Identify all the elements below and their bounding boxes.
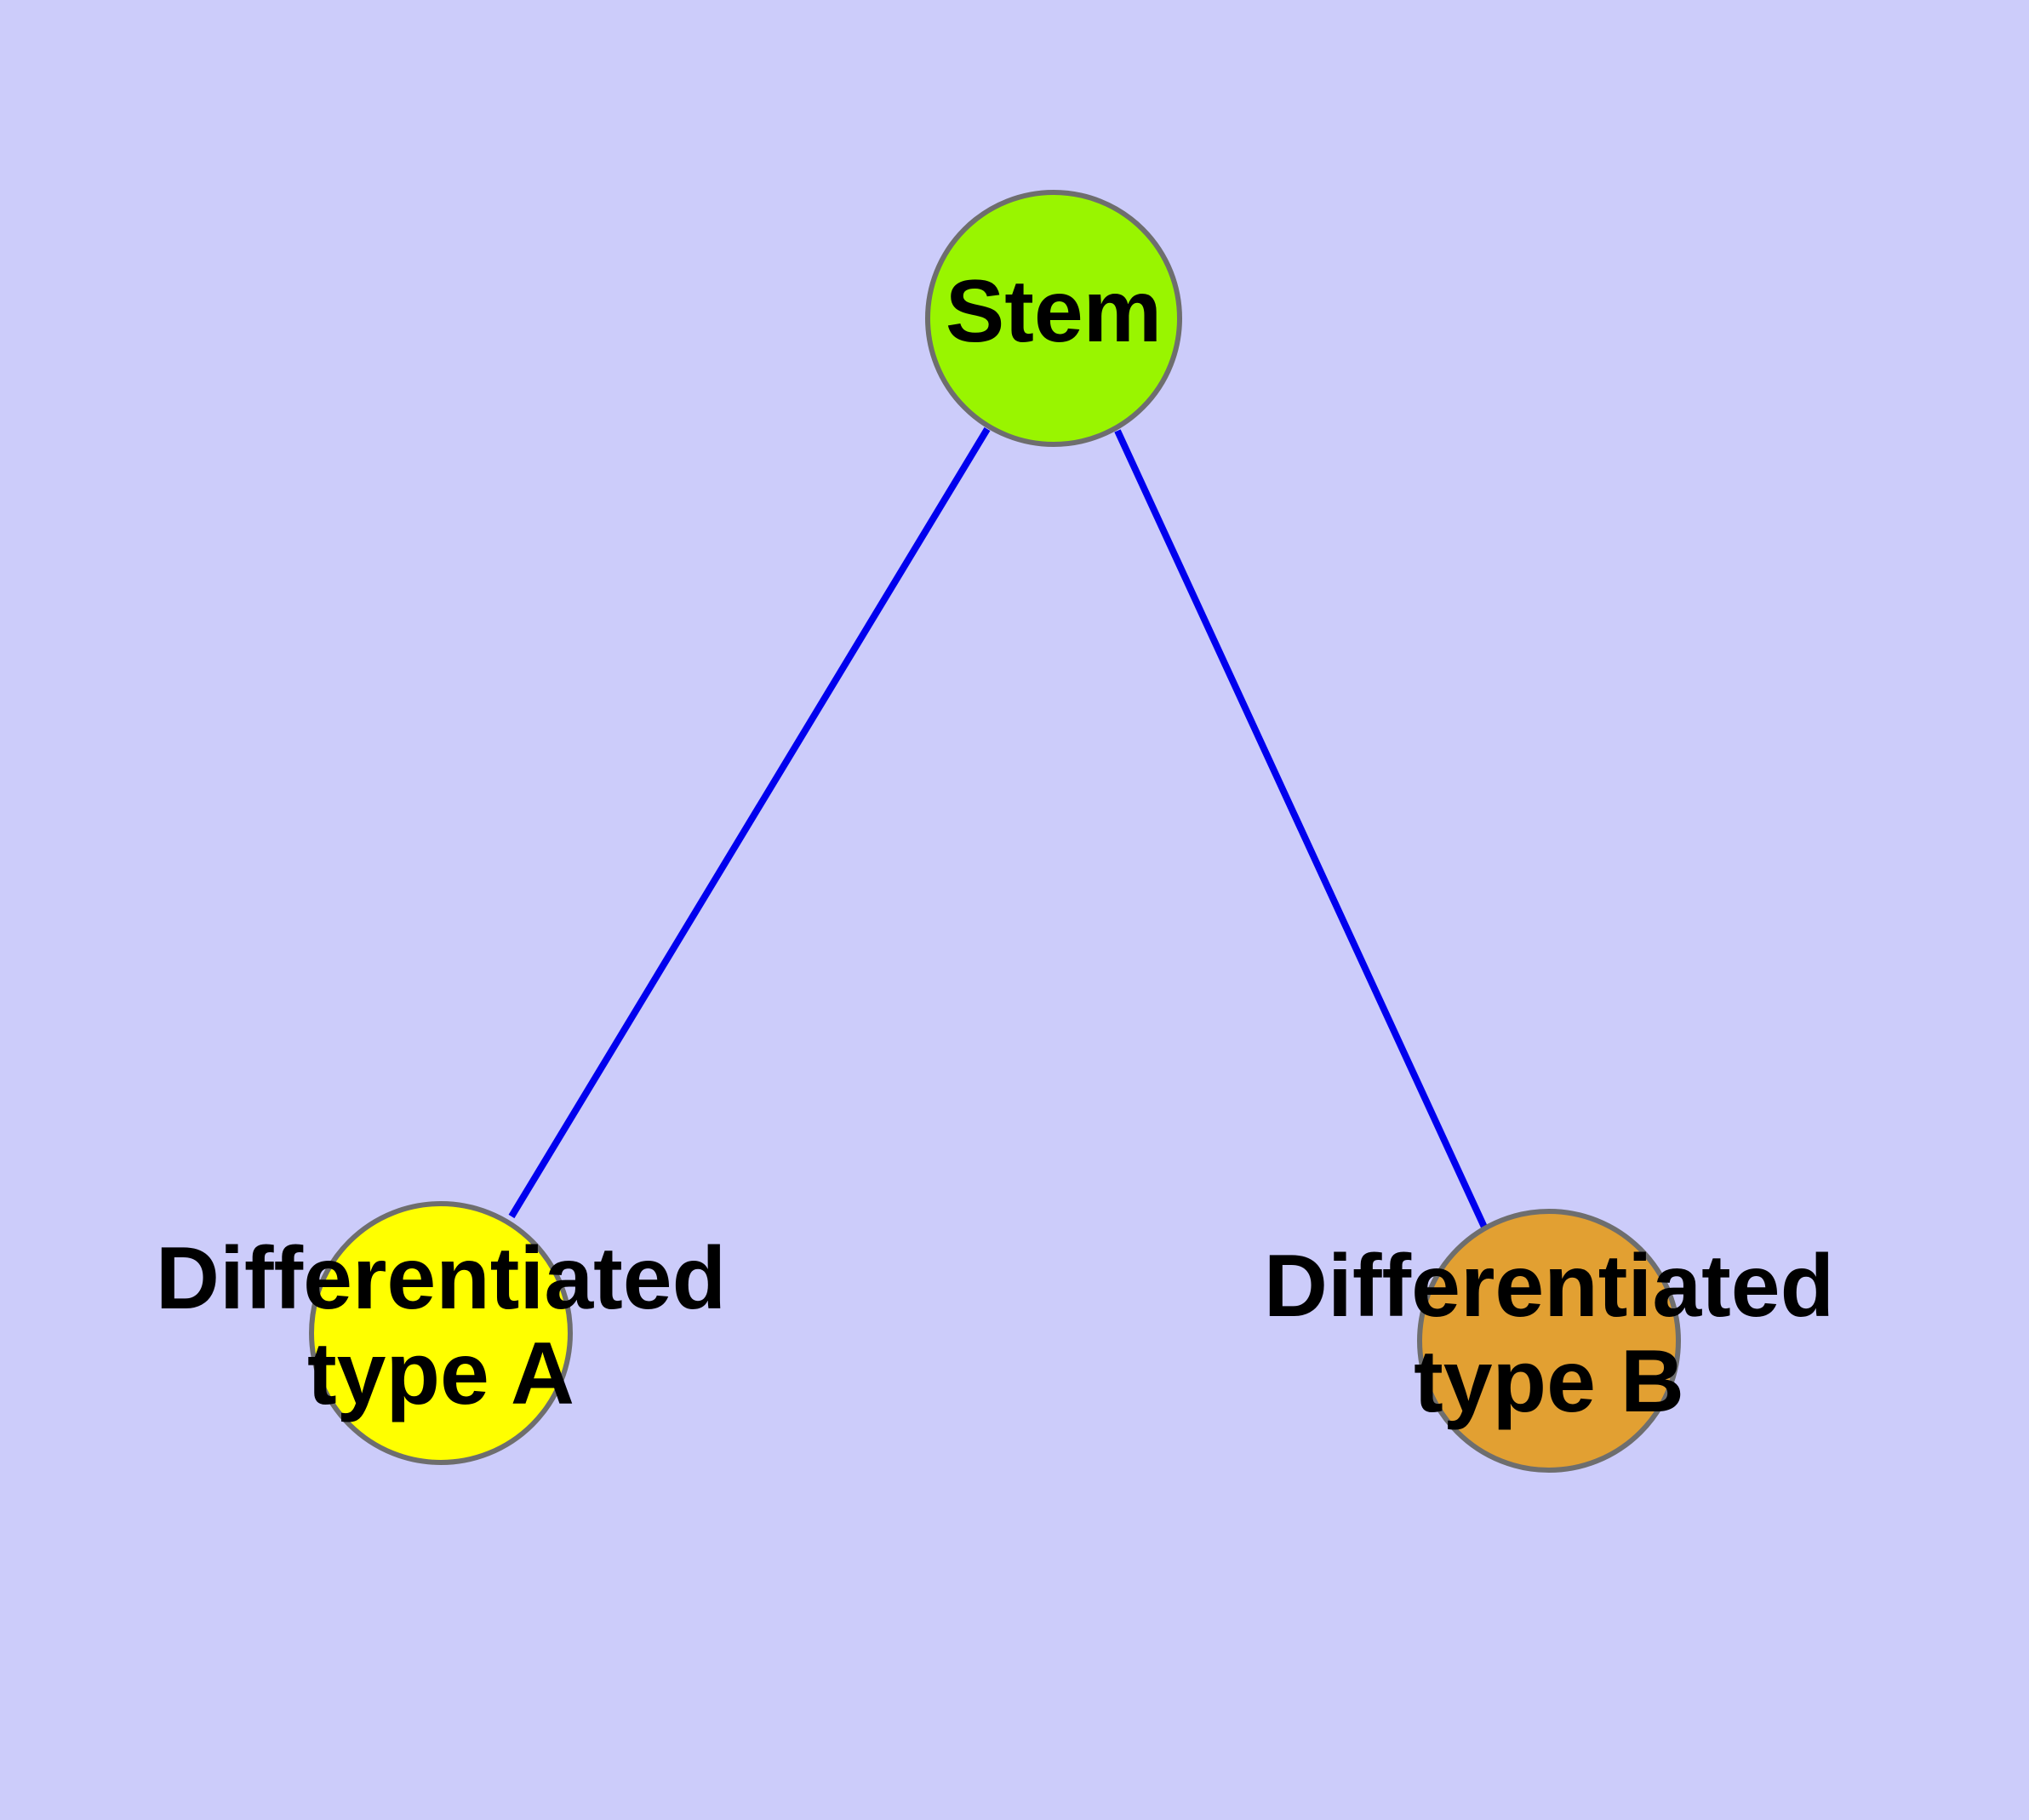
node-label-line: Differentiated — [156, 1229, 726, 1328]
node-label-stem: Stem — [946, 262, 1162, 361]
graph-edge-stem-to-diff-b — [1114, 429, 1490, 1234]
edges-layer — [508, 426, 1490, 1234]
node-label-line: Differentiated — [1264, 1237, 1834, 1336]
node-circle-diff_a[interactable] — [309, 1201, 573, 1465]
graph-node-stem[interactable]: Stem — [925, 190, 1182, 447]
node-label-line: type A — [307, 1325, 574, 1423]
node-circle-stem[interactable] — [925, 190, 1182, 447]
node-label-line: type B — [1414, 1332, 1684, 1431]
graph-edge-stem-to-diff-a — [508, 426, 991, 1219]
node-label-line: Stem — [946, 262, 1162, 361]
node-circle-diff_b[interactable] — [1417, 1209, 1681, 1473]
